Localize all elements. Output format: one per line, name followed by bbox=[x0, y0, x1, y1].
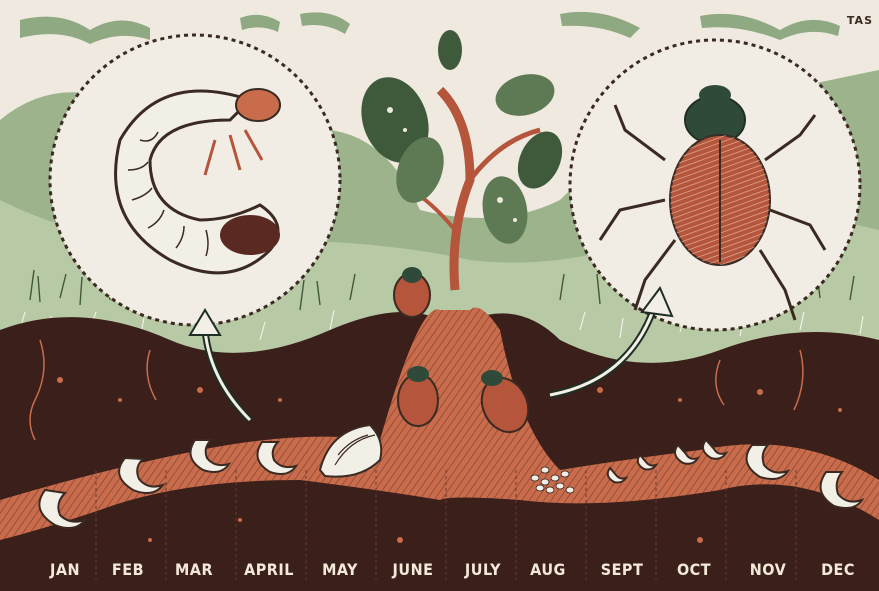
month-label-june: JUNE bbox=[378, 560, 448, 579]
month-label-mar: MAR bbox=[159, 560, 229, 579]
artist-signature: TAS bbox=[847, 14, 873, 27]
month-label-jan: JAN bbox=[30, 560, 100, 579]
month-label-oct: OCT bbox=[659, 560, 729, 579]
month-label-may: MAY bbox=[305, 560, 375, 579]
month-label-sept: SEPT bbox=[587, 560, 657, 579]
month-label-aug: AUG bbox=[513, 560, 583, 579]
month-label-july: JULY bbox=[448, 560, 518, 579]
month-label-dec: DEC bbox=[803, 560, 873, 579]
month-label-nov: NOV bbox=[733, 560, 803, 579]
month-label-feb: FEB bbox=[93, 560, 163, 579]
grub-detail-circle bbox=[50, 35, 340, 325]
month-label-april: APRIL bbox=[234, 560, 304, 579]
